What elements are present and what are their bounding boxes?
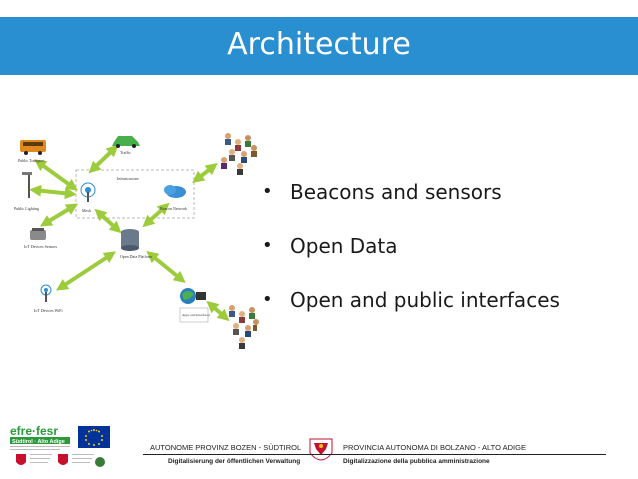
open-data-platform-label: Open Data Platform — [120, 254, 153, 259]
wifi-antenna-icon — [40, 284, 52, 302]
efre-fesr-logo: efre·fesr Südtirol · Alto Adige — [10, 424, 70, 450]
arrow-beacon-platform — [142, 202, 170, 228]
public-transport-label: Public Transport — [18, 158, 45, 163]
footer-left-title: AUTONOME PROVINZ BOZEN - SÜDTIROL — [150, 443, 302, 452]
bullet-dot: • — [262, 235, 273, 256]
arrow-people-bottom — [206, 300, 230, 322]
bullet-item: • Open and public interfaces — [262, 286, 560, 340]
coat-of-arms-small-icon — [16, 454, 105, 467]
arrow-wifi-platform — [55, 251, 117, 291]
bullet-item: • Open Data — [262, 232, 560, 286]
apps-box — [179, 307, 209, 323]
bullet-text: Beacons and sensors — [290, 180, 502, 204]
bullet-dot: • — [262, 289, 273, 310]
database-icon — [121, 229, 139, 251]
iot-wifi-label: IoT Devices WiFi — [34, 308, 63, 313]
bullet-text: Open and public interfaces — [290, 288, 560, 312]
slide-title: Architecture — [227, 27, 411, 62]
arrow-people-top — [192, 163, 218, 183]
svg-text:efre·fesr: efre·fesr — [10, 424, 58, 438]
traffic-label: Traffic — [120, 150, 131, 155]
apps-interfaces-label: Apps and Interfaces — [182, 313, 211, 317]
mesh-label: Mesh — [82, 208, 91, 213]
architecture-diagram: Infrastructure Public Transport Traffic … — [14, 133, 259, 349]
footer-left-subtitle: Digitalisierung der öffentlichen Verwalt… — [168, 458, 301, 465]
iot-sensors-label: IoT Devices Sensors — [24, 244, 57, 249]
arrow-mesh-platform — [94, 208, 122, 234]
arrow-traffic — [88, 144, 119, 174]
arrow-sensors — [39, 203, 79, 227]
arrow-lighting — [29, 184, 77, 200]
globe-icon — [180, 288, 206, 304]
footer-right-title: PROVINCIA AUTONOMA DI BOLZANO - ALTO ADI… — [343, 443, 526, 452]
svg-text:Südtirol · Alto Adige: Südtirol · Alto Adige — [12, 439, 65, 445]
footer-right-subtitle: Digitalizzazione della pubblica amminist… — [343, 458, 490, 465]
people-group-bottom-icon — [229, 305, 259, 349]
street-light-icon — [22, 172, 32, 198]
bus-icon — [20, 140, 46, 155]
infrastructure-label: Infrastructure — [117, 176, 139, 181]
people-group-top-icon — [221, 133, 257, 175]
cloud-icon — [164, 185, 186, 198]
south-tyrol-coat-of-arms-icon — [309, 438, 333, 461]
arrow-platform-apps — [146, 250, 186, 284]
beacon-network-label: Beacon Network — [160, 206, 187, 211]
sensor-device-icon — [30, 228, 46, 240]
footer-divider — [143, 454, 606, 455]
footer-logos: efre·fesr Südtirol · Alto Adige — [10, 424, 110, 467]
bullet-text: Open Data — [290, 234, 398, 258]
bullet-list: • Beacons and sensors • Open Data • Open an… — [262, 178, 560, 340]
bullet-item: • Beacons and sensors — [262, 178, 560, 232]
title-bar — [0, 17, 638, 75]
bullet-dot: • — [262, 181, 273, 202]
mesh-antenna-icon — [80, 182, 96, 202]
arrow-transport — [34, 159, 78, 191]
public-lighting-label: Public Lighting — [14, 206, 39, 211]
eu-flag-icon — [78, 426, 110, 448]
car-icon — [112, 136, 140, 148]
